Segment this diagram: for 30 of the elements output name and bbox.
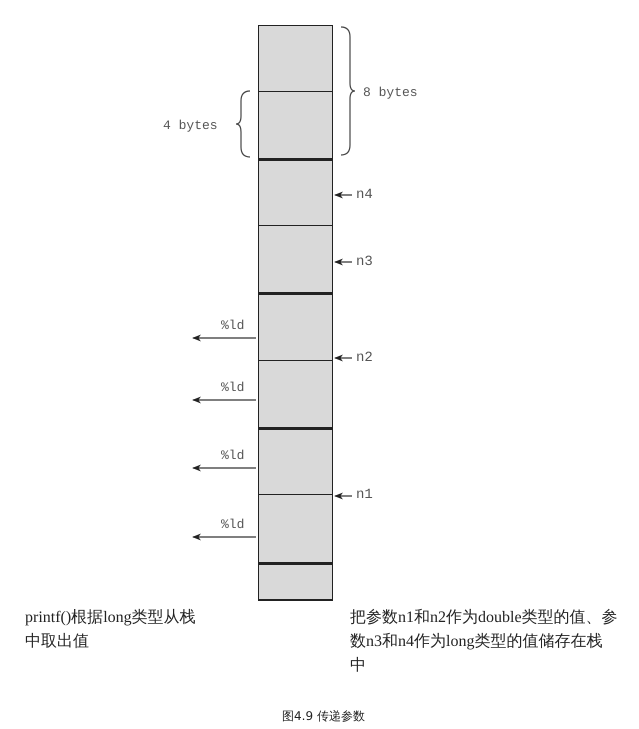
stack-cell [258,292,333,361]
edge-label: %ld [221,449,244,462]
arrow [192,533,256,541]
variable-label: n1 [356,488,373,502]
stack-cell [258,158,333,226]
stack-cell [258,25,333,92]
note-text: 把参数n1和n2作为double类型的值、参数n3和n4作为long类型的值储存在栈中 [350,608,618,676]
arrow [192,334,256,342]
arrow [192,464,256,472]
stack-cell [258,225,333,293]
edge-label: %ld [221,518,244,531]
variable-label: n2 [356,351,373,365]
stack-cell [258,494,333,563]
size-label: 4 bytes [163,119,218,132]
stack-cell [258,360,333,428]
arrow [334,258,352,266]
edge-label: %ld [221,319,244,332]
note-text: printf()根据long类型从栈中取出值 [25,608,197,652]
arrow [192,396,256,404]
arrow [334,191,352,199]
caption: 图4.9 传递参数 [282,708,365,725]
arrow [334,354,352,362]
stack-cell [258,91,333,159]
variable-label: n4 [356,188,373,202]
arrow [334,492,352,500]
variable-label: n3 [356,255,373,269]
size-label: 8 bytes [363,86,418,99]
stack-cell [258,427,333,495]
stack-cell [258,562,333,601]
edge-label: %ld [221,381,244,394]
